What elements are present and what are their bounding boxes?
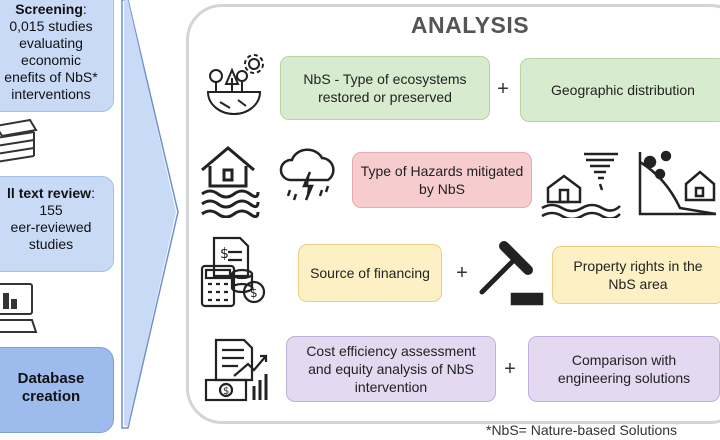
engineering-comparison-box: Comparison with engineering solutions (528, 336, 720, 402)
flow-chevron-arrow (121, 0, 179, 429)
financing-calculator-icon: $ $ (200, 236, 266, 308)
gavel-icon (479, 241, 544, 306)
db-text: creation (21, 388, 81, 405)
tornado-house-icon (541, 152, 621, 218)
svg-text:$: $ (250, 286, 258, 300)
db-text: Database (17, 370, 85, 387)
screening-title: Screening (15, 1, 83, 17)
fulltext-text: 155 (39, 202, 63, 218)
cost-document-icon: $ (204, 338, 268, 402)
svg-text:$: $ (223, 386, 229, 397)
ecosystem-type-box: NbS - Type of ecosystems restored or pre… (280, 56, 490, 120)
pipeline-panel: Screening: 0,015 studies evaluating econ… (0, 0, 118, 440)
flooded-house-icon (201, 146, 260, 218)
fulltext-text: studies (28, 236, 74, 252)
storm-cloud-icon (279, 148, 335, 201)
computer-chart-icon (0, 283, 38, 333)
geographic-distribution-box: Geographic distribution (520, 58, 720, 122)
svg-text:$: $ (220, 246, 229, 262)
plus-sign: + (456, 262, 468, 284)
hazard-type-box: Type of Hazards mitigated by NbS (352, 152, 532, 208)
fulltext-review-box: ll text review: 155 eer-reviewed studies (0, 176, 114, 272)
fulltext-title: ll text review (7, 185, 92, 201)
property-rights-box: Property rights in the NbS area (552, 246, 720, 304)
analysis-frame (186, 4, 720, 424)
financing-source-box: Source of financing (298, 244, 442, 302)
screening-text: evaluating (19, 35, 83, 51)
screening-text: 0,015 studies (9, 18, 93, 34)
fulltext-text: eer-reviewed (10, 219, 92, 235)
landslide-house-icon (638, 150, 717, 216)
footnote: *NbS= Nature-based Solutions (486, 422, 678, 438)
screening-text: interventions (11, 86, 91, 102)
papers-stack-icon (0, 118, 38, 163)
screening-box: Screening: 0,015 studies evaluating econ… (0, 0, 114, 112)
screening-text: economic (21, 52, 81, 68)
plus-sign: + (497, 78, 509, 100)
plus-sign: + (504, 358, 516, 380)
database-creation-box: Database creation (0, 347, 114, 433)
ecosystem-gear-icon (206, 54, 264, 115)
screening-text: enefits of NbS* (4, 69, 98, 85)
analysis-title: ANALYSIS (410, 12, 530, 38)
cost-efficiency-box: Cost efficiency assessment and equity an… (286, 336, 496, 402)
